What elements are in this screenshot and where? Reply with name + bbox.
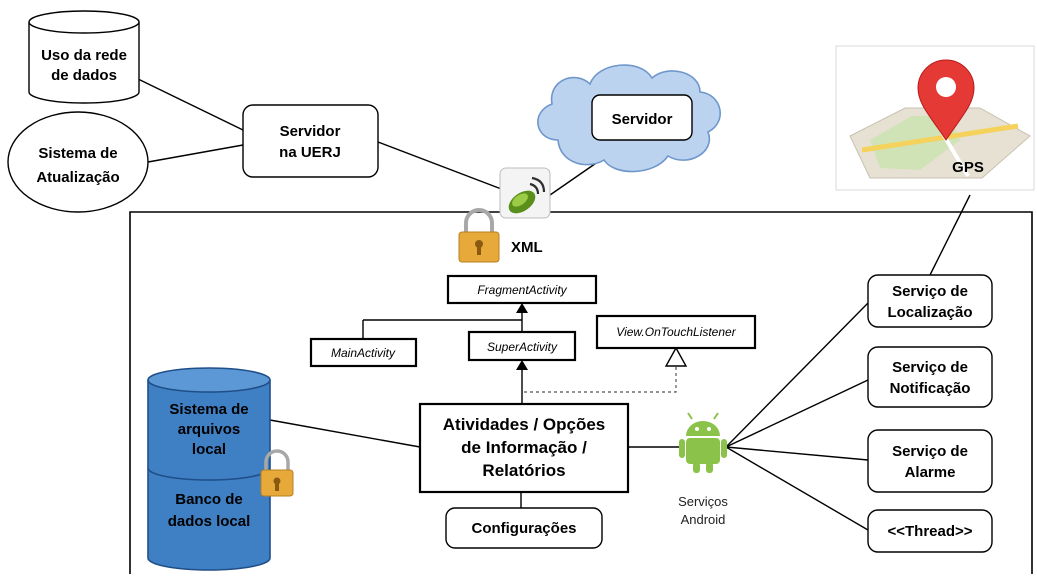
edge-realization-dashed: [524, 366, 677, 393]
servidor-label: Servidor: [612, 111, 673, 128]
edge-uerj-antenna: [377, 141, 505, 191]
fragment-activity-label: FragmentActivity: [477, 283, 567, 297]
android-icon: [679, 412, 727, 473]
cloud-servidor: Servidor: [537, 64, 721, 173]
servidor-uerj-label-2: na UERJ: [279, 144, 341, 161]
edge-gps-localizacao: [929, 194, 971, 276]
gps-panel: GPS: [835, 45, 1035, 191]
servico-notificacao-label-1: Serviço de: [892, 359, 968, 376]
connectors: [135, 77, 971, 531]
wireless-antenna-icon: [499, 167, 551, 219]
edge-android-notificacao: [725, 379, 869, 448]
sistema-atualizacao-label-2: Atualização: [36, 169, 119, 186]
edge-db-atividades: [269, 419, 421, 448]
edge-android-alarme: [725, 446, 869, 461]
atividades-label-2: de Informação /: [461, 438, 587, 457]
sistema-atualizacao-label-1: Sistema de: [38, 145, 117, 162]
banco-dados-label-1: Banco de: [175, 491, 243, 508]
servico-localizacao-label-2: Localização: [887, 304, 972, 321]
servico-localizacao-label-1: Serviço de: [892, 283, 968, 300]
servicos-android-label-2: Android: [681, 512, 726, 527]
map-pin-icon: [917, 59, 975, 141]
thread-node: <<Thread>>: [867, 509, 993, 553]
uso-rede-database: Uso da rede de dados: [28, 10, 140, 104]
sistema-arquivos-label-2: arquivos: [178, 421, 241, 438]
app-boundary: [129, 211, 1033, 574]
sistema-arquivos-label-1: Sistema de: [169, 401, 248, 418]
servidor-box: [591, 94, 693, 141]
thread-label: <<Thread>>: [887, 523, 972, 540]
main-activity-class: MainActivity: [309, 337, 418, 368]
edge-android-thread: [725, 446, 869, 531]
edge-atualizacao-uerj: [147, 144, 244, 163]
servico-alarme-node: Serviço de Alarme: [867, 429, 993, 493]
inherit-arrowhead: [516, 303, 528, 313]
arrow-to-super: [516, 360, 528, 370]
servico-notificacao-node: Serviço de Notificação: [867, 346, 993, 408]
touch-listener-label: View.OnTouchListener: [616, 325, 736, 339]
servidor-uerj-node: Servidor na UERJ: [242, 104, 379, 178]
super-activity-class: SuperActivity: [467, 330, 577, 362]
main-activity-label: MainActivity: [331, 346, 396, 360]
servidor-uerj-label-1: Servidor: [280, 123, 341, 140]
servico-alarme-label-1: Serviço de: [892, 443, 968, 460]
servico-notificacao-label-2: Notificação: [890, 380, 971, 397]
servico-localizacao-node: Serviço de Localização: [867, 274, 993, 328]
edge-uso-uerj: [135, 77, 244, 131]
configuracoes-node: Configurações: [445, 507, 603, 549]
local-storage-database: Sistema de arquivos local Banco de dados…: [147, 367, 271, 571]
realization-arrowhead: [664, 346, 688, 367]
atividades-label-1: Atividades / Opções: [443, 415, 606, 434]
xml-label: XML: [511, 239, 543, 256]
gps-label: GPS: [952, 159, 984, 176]
sistema-atualizacao-node: Sistema de Atualização: [7, 111, 149, 213]
touch-listener-interface: View.OnTouchListener: [595, 314, 757, 350]
configuracoes-label: Configurações: [471, 520, 576, 537]
sistema-arquivos-label-3: local: [192, 441, 226, 458]
storage-lock-icon: [260, 449, 294, 497]
atividades-node: Atividades / Opções de Informação / Rela…: [418, 402, 630, 494]
lock-icon: [458, 208, 500, 263]
atividades-label-3: Relatórios: [482, 461, 565, 480]
servico-alarme-label-2: Alarme: [905, 464, 956, 481]
fragment-activity-class: FragmentActivity: [446, 274, 598, 305]
uso-rede-label-2: de dados: [51, 67, 117, 84]
edge-android-localizacao: [725, 302, 869, 448]
map-icon: [849, 107, 1031, 179]
uso-rede-label-1: Uso da rede: [41, 47, 127, 64]
super-activity-label: SuperActivity: [487, 340, 558, 354]
banco-dados-label-2: dados local: [168, 513, 251, 530]
servicos-android-label-1: Serviços: [678, 494, 728, 509]
